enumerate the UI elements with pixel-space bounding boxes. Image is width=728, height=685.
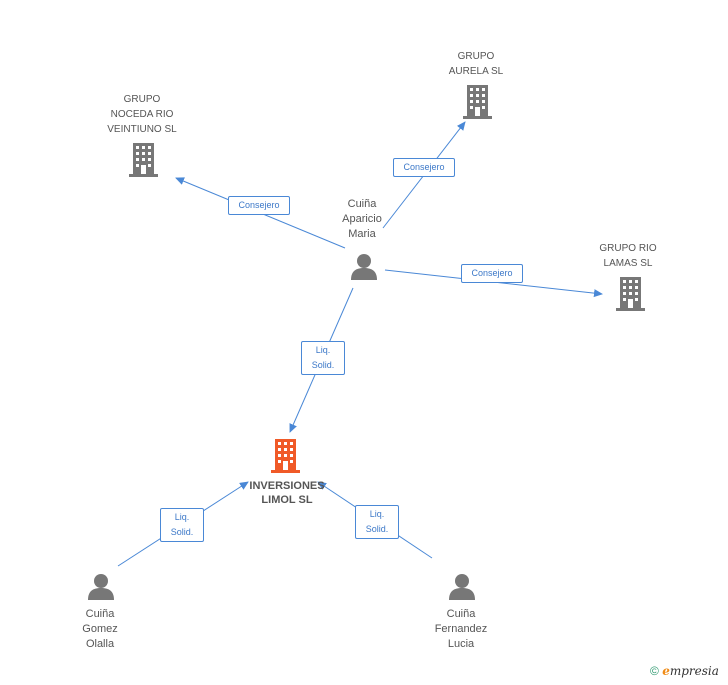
node-label-inversiones[interactable]: INVERSIONES LIMOL SL	[249, 480, 325, 506]
edge-label-liq-solid: Liq. Solid.	[355, 505, 399, 539]
edge-label-liq-solid: Liq. Solid.	[301, 341, 345, 375]
building-icon[interactable]	[271, 439, 300, 473]
building-icon[interactable]	[616, 277, 645, 311]
node-label-fernandez[interactable]: Cuiña Fernandez Lucia	[434, 608, 488, 650]
person-icon[interactable]	[449, 574, 475, 600]
edges	[117, 121, 603, 567]
copyright-footer: © empresia	[650, 664, 719, 678]
node-label-aurela[interactable]: GRUPO AURELA SL	[448, 51, 504, 77]
empresia-logo[interactable]: empresia	[662, 664, 719, 678]
copyright-icon: ©	[650, 664, 659, 678]
edge-label-consejero: Consejero	[228, 196, 290, 215]
edge-label-consejero: Consejero	[393, 158, 455, 177]
node-label-gomez[interactable]: Cuiña Gomez Olalla	[82, 608, 118, 650]
node-label-noceda[interactable]: GRUPO NOCEDA RIO VEINTIUNO SL	[107, 94, 177, 135]
node-label-aparicio[interactable]: Cuiña Aparicio Maria	[342, 198, 382, 240]
edge-label-consejero: Consejero	[461, 264, 523, 283]
edge-label-liq-solid: Liq. Solid.	[160, 508, 204, 542]
person-icon[interactable]	[88, 574, 114, 600]
building-icon[interactable]	[129, 143, 158, 177]
person-icon[interactable]	[351, 254, 377, 280]
building-icon[interactable]	[463, 85, 492, 119]
node-label-lamas[interactable]: GRUPO RIO LAMAS SL	[599, 243, 657, 269]
